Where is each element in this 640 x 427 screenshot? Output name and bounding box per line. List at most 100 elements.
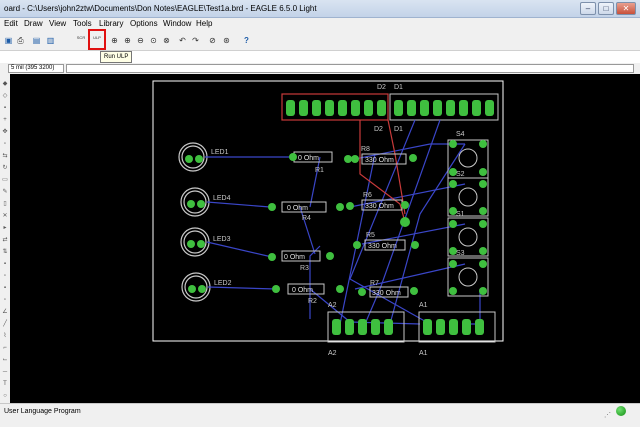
command-line-input[interactable] [66,64,634,73]
label-s4: S4 [456,131,465,138]
value-tool-icon[interactable]: ▪ [3,285,7,291]
display-tool-icon[interactable]: ▪ [3,105,7,111]
value-r6: 330 Ohm [365,203,394,210]
paste-tool-icon[interactable]: ▯ [3,201,7,207]
zoom-fit-icon[interactable]: ⊕ [111,36,118,45]
label-r2: R2 [308,298,317,305]
group-tool-icon[interactable]: ▭ [2,177,8,183]
delete-tool-icon[interactable]: ✕ [2,213,8,219]
value-r3: 0 Ohm [284,254,305,261]
script-icon[interactable]: SCR [76,35,86,40]
run-ulp-icon[interactable]: ULP [93,35,101,40]
wire-tool-icon[interactable]: ─ [2,369,8,375]
label-r5: R5 [366,232,375,239]
smash-tool-icon[interactable]: ▫ [3,297,7,303]
label-r3: R3 [300,265,309,272]
mirror-tool-icon[interactable]: ⇆ [2,153,8,159]
pinswap-tool-icon[interactable]: ⇄ [2,237,8,243]
zoom-select-icon[interactable]: ⊗ [163,36,170,45]
label-led1: LED1 [211,149,229,156]
status-bar: User Language Program ⋰ [0,403,640,427]
miter-tool-icon[interactable]: ∠ [2,309,8,315]
status-text: User Language Program [4,408,81,415]
info-tool-icon[interactable]: ◆ [2,81,8,87]
go-icon[interactable]: ⊛ [223,36,230,45]
header-d1-outline [389,93,499,121]
toolbar: ▣ ⎙ ▤ ▥ SCR ULP ⊕ ⊕ ⊖ ⊙ ⊗ ↶ ↷ ⊘ ⊛ ? desi… [0,31,640,71]
menu-library[interactable]: Library [99,19,124,28]
run-ulp-highlight [88,29,106,50]
route-tool-icon[interactable]: ⌐ [3,345,7,351]
label-d1-top: D1 [394,84,403,91]
tooltip: Run ULP [100,51,133,63]
menu-view[interactable]: View [49,19,67,28]
switch-bodies [447,139,489,297]
undo-icon[interactable]: ↶ [179,36,186,45]
header-a1-outline [418,311,496,343]
lock-tool-icon[interactable]: ▪ [3,261,7,267]
label-s1: S1 [456,211,465,218]
help-icon[interactable]: ? [244,36,249,45]
print-icon[interactable]: ⎙ [17,36,24,45]
schematic-icon[interactable]: ▥ [46,36,55,45]
name-tool-icon[interactable]: ▫ [3,273,7,279]
pcb-layout[interactable]: D2 D1 D2 D1 S4 S2 S1 S3 LED1 LED4 LED3 L… [10,74,640,403]
menu-help[interactable]: Help [196,19,213,28]
open-icon[interactable]: ▣ [4,36,13,45]
circle-tool-icon[interactable]: ○ [3,393,7,399]
cam-icon[interactable]: ▤ [32,36,41,45]
minimize-button[interactable]: – [580,2,596,15]
close-button[interactable]: ✕ [616,2,636,15]
move-tool-icon[interactable]: ✥ [2,129,8,135]
stop-light-icon[interactable] [616,406,626,416]
value-r8: 330 Ohm [365,157,394,164]
header-d2-outline [281,93,389,121]
menu-draw[interactable]: Draw [24,19,43,28]
coordinate-display: 5 mil (395 3200) [8,64,64,73]
header-d-pads [286,100,494,116]
maximize-button[interactable]: □ [598,2,614,15]
value-r1: 0 Ohm [298,155,319,162]
menu-bar: Edit Draw View Tools Library Options Win… [0,18,640,31]
header-a2-outline [327,311,405,343]
label-r1: R1 [315,167,324,174]
rotate-tool-icon[interactable]: ↻ [2,165,8,171]
resistor-bodies-left [281,151,333,295]
title-bar: oard - C:\Users\john2ztw\Documents\Don N… [0,0,640,18]
led-pads [185,155,206,293]
switch-pads [449,140,487,295]
label-d2-bot: D2 [374,126,383,133]
show-tool-icon[interactable]: ◇ [2,93,8,99]
zoom-in-icon[interactable]: ⊕ [124,36,131,45]
side-toolbar: ◆ ◇ ▪ + ✥ ▫ ⇆ ↻ ▭ ✎ ▯ ✕ ▸ ⇄ ⇅ ▪ ▫ ▪ ▫ ∠ … [0,74,10,403]
board-canvas[interactable]: D2 D1 D2 D1 S4 S2 S1 S3 LED1 LED4 LED3 L… [10,74,640,403]
menu-options[interactable]: Options [130,19,158,28]
header-a-pads [332,319,484,335]
copy-tool-icon[interactable]: ▫ [3,141,7,147]
menu-window[interactable]: Window [163,19,192,28]
zoom-out-icon[interactable]: ⊖ [137,36,144,45]
redo-icon[interactable]: ↷ [192,36,199,45]
parameter-row: 5 mil (395 3200) [0,63,640,74]
label-a2-top: A2 [328,302,337,309]
menu-edit[interactable]: Edit [4,19,18,28]
add-tool-icon[interactable]: ▸ [3,225,7,231]
ripup-tool-icon[interactable]: ⌙ [2,357,8,363]
label-r6: R6 [363,192,372,199]
resistor-pads-right [346,154,419,296]
change-tool-icon[interactable]: ✎ [2,189,8,195]
text-tool-icon[interactable]: T [3,381,7,387]
mark-tool-icon[interactable]: + [3,117,7,123]
label-s2: S2 [456,171,465,178]
split-tool-icon[interactable]: ╱ [3,321,7,327]
menu-tools[interactable]: Tools [73,19,92,28]
optimize-tool-icon[interactable]: ⌇ [3,333,7,339]
zoom-redraw-icon[interactable]: ⊙ [150,36,157,45]
label-led2: LED2 [214,280,232,287]
label-d2-top: D2 [377,84,386,91]
resize-grip-icon[interactable]: ⋰ [604,412,611,419]
replace-tool-icon[interactable]: ⇅ [2,249,8,255]
stop-command-icon[interactable]: ⊘ [209,36,216,45]
traces-blue [205,119,481,325]
label-a1-bot: A1 [419,350,428,357]
